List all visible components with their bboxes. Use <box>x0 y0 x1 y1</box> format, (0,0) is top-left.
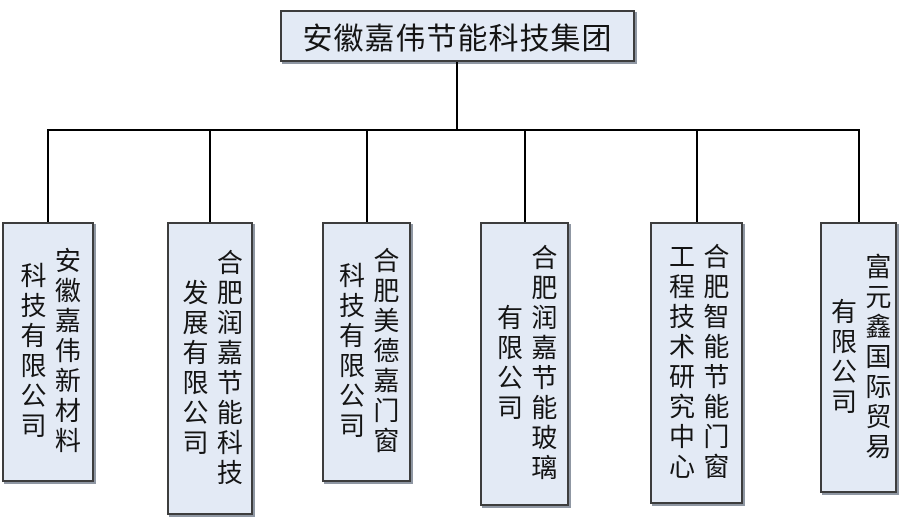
org-box-label: 合肥润嘉节能科技 发展有限公司 <box>179 248 243 489</box>
org-box-label: 合肥美德嘉门窗 科技有限公司 <box>335 247 399 457</box>
org-box-hefei-meidejia-doors-windows: 合肥美德嘉门窗 科技有限公司 <box>322 222 411 482</box>
rail-connector <box>47 129 860 131</box>
root-org-box-label: 安徽嘉伟节能科技集团 <box>302 23 613 56</box>
org-box-label: 合肥智能节能门窗 工程技术研究中心 <box>665 243 729 483</box>
drop-connector-3 <box>366 130 368 222</box>
org-box-label: 安徽嘉伟新材料 科技有限公司 <box>17 247 81 457</box>
org-box-label: 富元鑫国际贸易 有限公司 <box>827 252 891 463</box>
org-box-hefei-intelligent-window-research-center: 合肥智能节能门窗 工程技术研究中心 <box>650 222 743 504</box>
org-box-fuyuanxin-international-trade: 富元鑫国际贸易 有限公司 <box>820 222 897 493</box>
drop-connector-6 <box>858 130 860 222</box>
org-box-label: 合肥润嘉节能玻璃 有限公司 <box>493 244 557 484</box>
drop-connector-5 <box>696 130 698 222</box>
org-box-hefei-runjia-tech-development: 合肥润嘉节能科技 发展有限公司 <box>167 222 253 515</box>
drop-connector-1 <box>47 130 49 222</box>
drop-connector-2 <box>209 130 211 222</box>
trunk-connector <box>456 62 458 130</box>
org-box-anhui-jiawei-new-materials: 安徽嘉伟新材料 科技有限公司 <box>2 222 94 482</box>
org-box-hefei-runjia-glass: 合肥润嘉节能玻璃 有限公司 <box>480 222 569 506</box>
drop-connector-4 <box>524 130 526 222</box>
root-org-box: 安徽嘉伟节能科技集团 <box>280 10 635 62</box>
